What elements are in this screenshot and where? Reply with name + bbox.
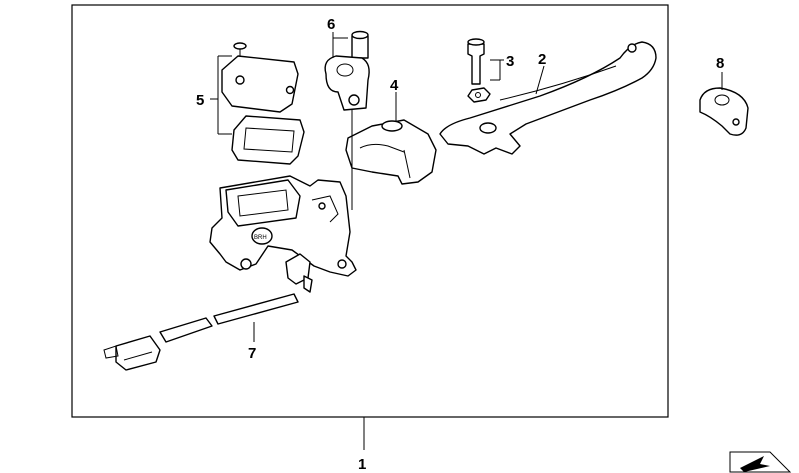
- part-8-clamp-half: [699, 87, 749, 136]
- part-5-reservoir-cap: [221, 42, 305, 165]
- callout-label-1: 1: [358, 456, 366, 473]
- master-cylinder-body: BRH: [209, 175, 357, 277]
- part-4-pivot-bracket: [345, 119, 437, 185]
- callout-label-5: 5: [196, 92, 204, 109]
- part-3-pivot-bolt: [467, 38, 491, 103]
- callout-label-6: 6: [327, 16, 335, 33]
- callout-label-7: 7: [248, 345, 256, 362]
- part-7-brake-light-switch: [103, 253, 313, 371]
- part-2-brake-lever: [439, 41, 657, 155]
- assembly-frame: [71, 4, 669, 418]
- callout-label-2: 2: [538, 51, 546, 68]
- corner-arrow-icon: [729, 451, 792, 473]
- leader-2: [535, 65, 545, 95]
- body-brand-mark: BRH: [254, 235, 267, 241]
- callout-label-4: 4: [390, 77, 399, 94]
- callout-label-8: 8: [716, 55, 724, 72]
- callout-label-3: 3: [506, 53, 514, 70]
- part-6-handlebar-clamp: [324, 30, 370, 111]
